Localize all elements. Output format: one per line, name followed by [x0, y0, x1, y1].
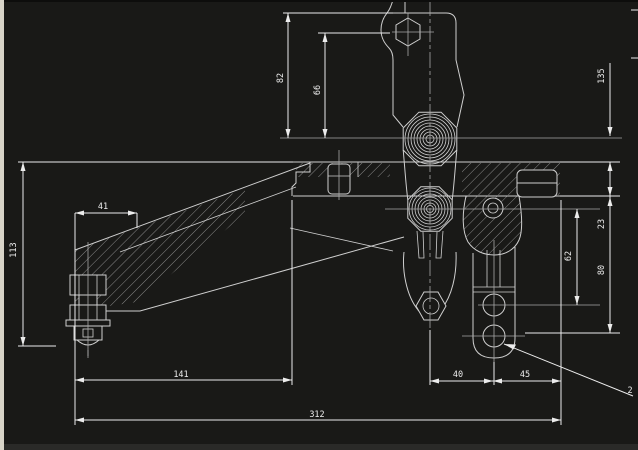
- dim-141-label: 141: [173, 370, 188, 380]
- leader-label: 2: [627, 386, 632, 396]
- dimension-41: 41: [75, 202, 138, 228]
- dim-40-label: 40: [453, 370, 463, 380]
- left-edge-strip: [0, 0, 4, 450]
- dimension-45: 45: [493, 370, 561, 384]
- pivot-link-plate: [462, 195, 523, 256]
- lever-fork: [403, 230, 457, 321]
- dimension-82: 82: [276, 12, 393, 138]
- dimension-66: 66: [313, 32, 390, 138]
- dimensions: 82 66 135 113 41: [9, 9, 638, 425]
- bottom-edge-strip: [0, 444, 638, 450]
- cropped-edge-ticks: [631, 9, 638, 59]
- top-edge: [0, 0, 638, 2]
- dimension-135: 135: [597, 63, 613, 136]
- dim-82-label: 82: [276, 73, 286, 83]
- handle-lever: [380, 0, 465, 128]
- dim-113-label: 113: [9, 242, 19, 257]
- dim-312-label: 312: [309, 410, 324, 420]
- dim-80-label: 80: [597, 265, 607, 275]
- dim-135-label: 135: [597, 68, 607, 83]
- dimension-113: 113: [9, 161, 293, 347]
- dimension-62: 62: [564, 209, 580, 305]
- dimension-141: 141: [74, 200, 293, 425]
- dim-66-label: 66: [313, 85, 323, 95]
- dimension-312: 312: [75, 200, 562, 425]
- leader-note: 2: [503, 343, 634, 397]
- dim-23-label: 23: [597, 219, 607, 229]
- dim-41-label: 41: [98, 202, 108, 212]
- centerlines: [87, 0, 622, 362]
- dimension-80: 80: [525, 196, 620, 334]
- dim-62-label: 62: [564, 251, 574, 261]
- dim-45-label: 45: [520, 370, 530, 380]
